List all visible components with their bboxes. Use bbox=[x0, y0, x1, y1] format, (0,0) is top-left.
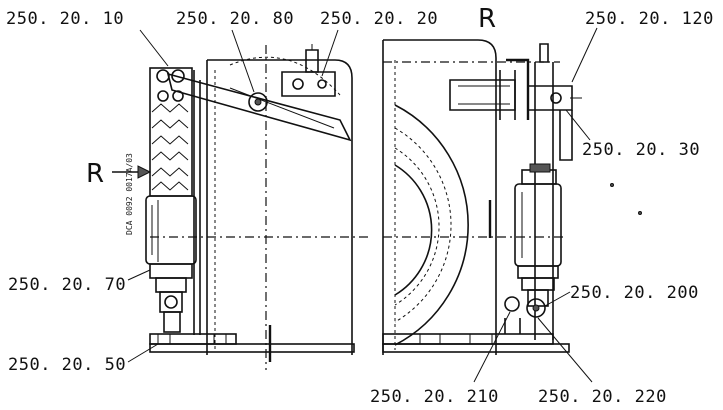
view-arrow-r bbox=[112, 165, 152, 179]
label-250-20-10: 250. 20. 10 bbox=[6, 9, 124, 29]
view-marker-r-top: R bbox=[478, 4, 496, 34]
label-250-20-80: 250. 20. 80 bbox=[176, 9, 294, 29]
view-marker-r-left: R bbox=[86, 159, 104, 189]
label-250-20-70: 250. 20. 70 bbox=[8, 275, 126, 295]
brake-drum-arc bbox=[394, 104, 469, 346]
label-250-20-50: 250. 20. 50 bbox=[8, 355, 126, 375]
spring-coil bbox=[151, 103, 189, 191]
base-plate-right bbox=[382, 333, 554, 345]
label-250-20-30: 250. 20. 30 bbox=[582, 140, 700, 160]
right-view bbox=[382, 39, 642, 355]
label-250-20-120: 250. 20. 120 bbox=[585, 9, 714, 29]
label-250-20-210: 250. 20. 210 bbox=[370, 387, 499, 407]
label-250-20-200: 250. 20. 200 bbox=[570, 283, 699, 303]
brake-lever bbox=[166, 72, 352, 142]
drawing-number: DCA 0092 0017A/03 bbox=[125, 153, 134, 235]
label-250-20-20: 250. 20. 20 bbox=[320, 9, 438, 29]
thruster-cylinder bbox=[145, 195, 197, 265]
base-plate-left bbox=[149, 333, 237, 345]
leader-lines bbox=[127, 27, 598, 383]
label-250-20-220: 250. 20. 220 bbox=[538, 387, 667, 407]
left-view bbox=[145, 44, 370, 370]
